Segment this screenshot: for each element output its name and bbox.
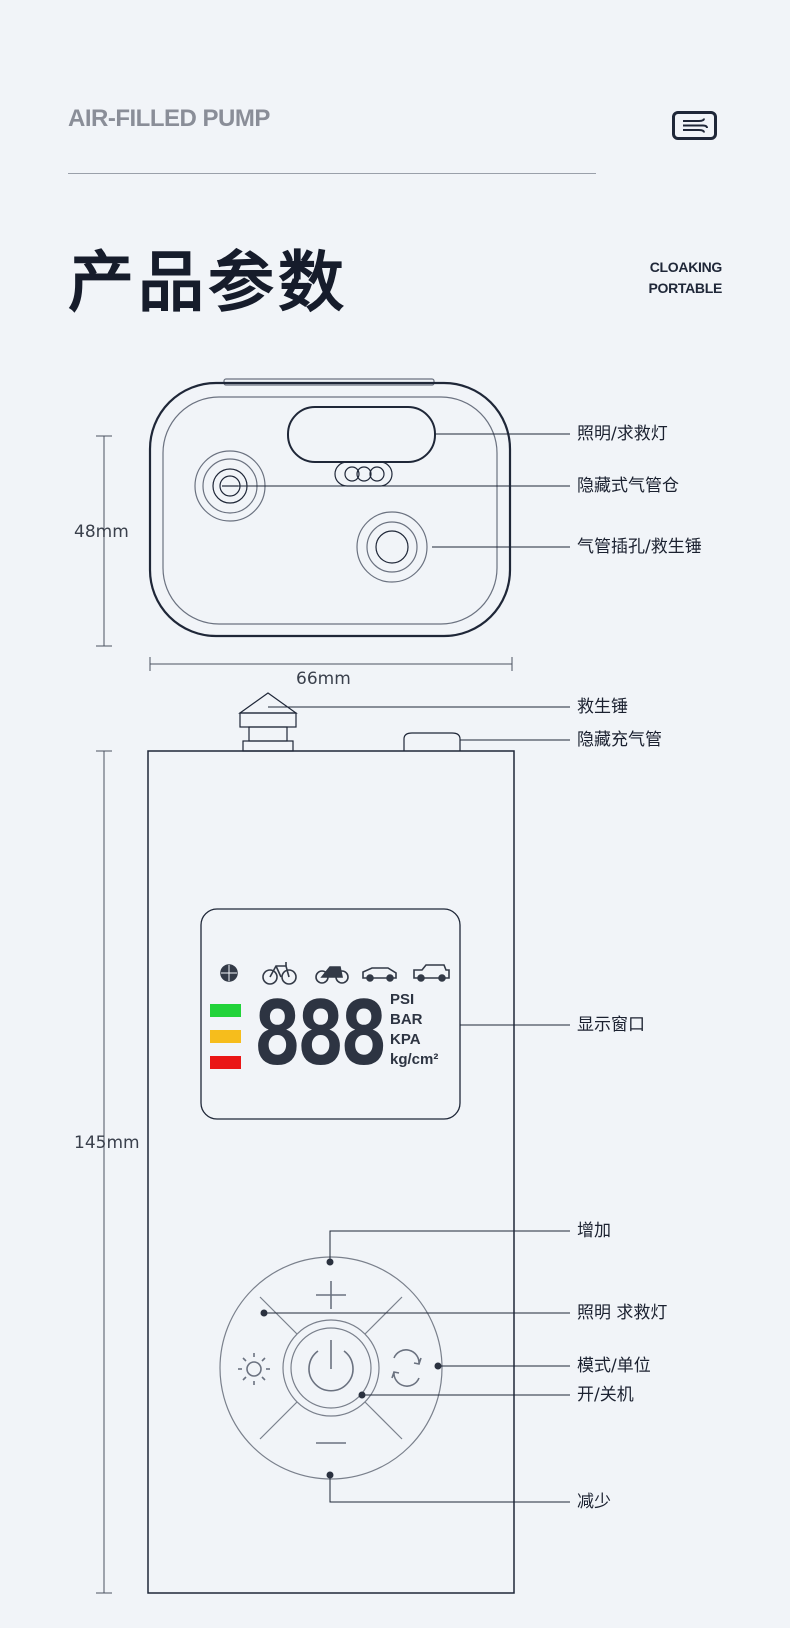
refresh-icon[interactable] — [391, 1349, 422, 1387]
dimension-height-top: 48mm — [74, 522, 129, 542]
callout-mode-unit: 模式/单位 — [577, 1356, 651, 1376]
suv-icon — [413, 964, 450, 982]
front-view-device — [147, 692, 515, 1594]
page-title: 产品参数 — [68, 244, 348, 321]
control-pad — [219, 1256, 443, 1480]
callout-hidden-hose-bay: 隐藏式气管仓 — [577, 476, 679, 496]
unit-kgcm2: kg/cm² — [390, 1051, 439, 1068]
unit-bar: BAR — [390, 1011, 423, 1028]
car-icon — [362, 967, 397, 982]
callout-light: 照明/求救灯 — [577, 424, 668, 444]
ball-icon — [220, 964, 238, 982]
callout-power: 开/关机 — [577, 1385, 634, 1405]
unit-psi: PSI — [390, 991, 415, 1008]
sun-icon[interactable] — [238, 1353, 270, 1385]
tagline-line-1: CLOAKING — [649, 259, 723, 275]
power-icon[interactable] — [308, 1340, 354, 1392]
dimension-height-front: 145mm — [74, 1133, 140, 1153]
motorcycle-icon — [315, 966, 349, 984]
wind-icon — [672, 111, 717, 140]
callout-display-window: 显示窗口 — [577, 1015, 645, 1035]
brand-title: AIR-FILLED PUMP — [68, 105, 270, 132]
unit-kpa: KPA — [390, 1031, 421, 1048]
callout-safety-hammer: 救生锤 — [577, 697, 628, 717]
header-divider — [68, 173, 596, 174]
callout-light-button: 照明 求救灯 — [577, 1303, 668, 1323]
callout-hidden-hose: 隐藏充气管 — [577, 730, 662, 750]
callout-hose-port-hammer: 气管插孔/救生锤 — [577, 537, 702, 557]
lcd-digits: 888 — [253, 982, 388, 1085]
dimension-width: 66mm — [296, 669, 351, 689]
plus-icon[interactable] — [316, 1281, 346, 1309]
status-bar-green — [210, 1004, 241, 1017]
tagline: CLOAKING PORTABLE — [648, 257, 722, 299]
lcd-units: PSI BAR KPA kg/cm² — [390, 990, 438, 1070]
status-bar-red — [210, 1056, 241, 1069]
top-view-device — [148, 378, 512, 638]
callout-decrease: 减少 — [577, 1492, 611, 1512]
bicycle-icon — [262, 962, 297, 985]
callout-increase: 增加 — [577, 1221, 611, 1241]
tagline-line-2: PORTABLE — [648, 280, 722, 296]
status-bar-yellow — [210, 1030, 241, 1043]
